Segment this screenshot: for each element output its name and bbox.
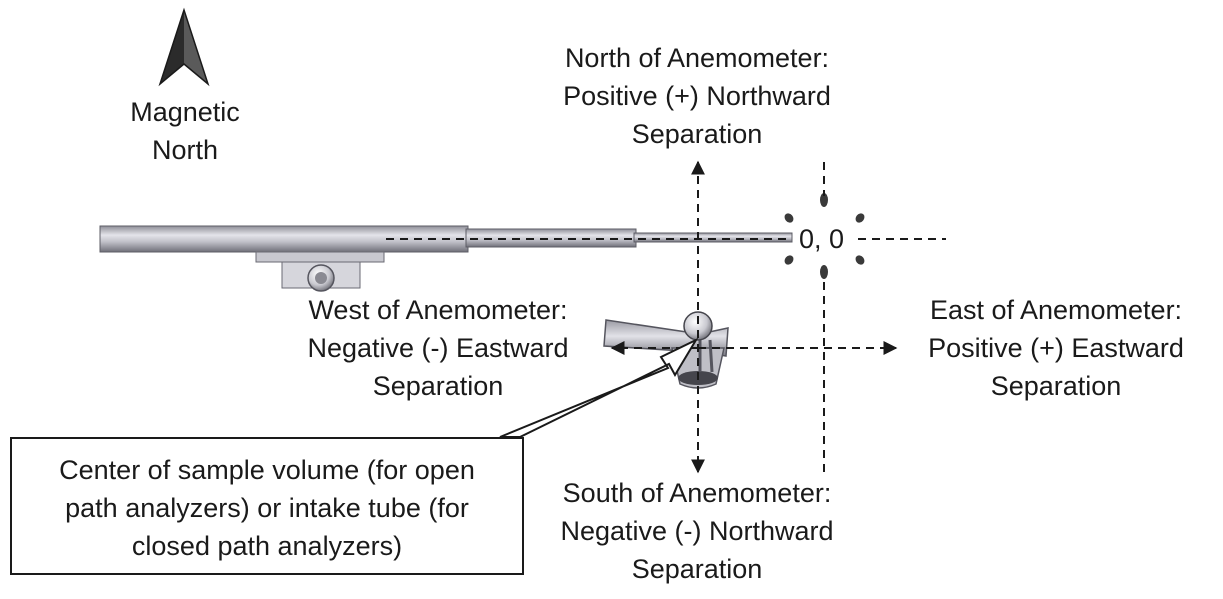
west-of-anemometer-label: West of Anemometer: Negative (-) Eastwar… [307, 295, 569, 401]
callout-line: Center of sample volume (for open [59, 455, 475, 485]
north-arrow-icon [158, 7, 210, 87]
reference-axes [386, 160, 946, 474]
anemometer-transducers [784, 193, 865, 279]
sample-volume-callout: Center of sample volume (for open path a… [10, 437, 524, 575]
boom-mount-bracket [255, 251, 385, 292]
origin-coordinate-label: 0, 0 [796, 222, 848, 256]
magnetic-north-label: Magnetic North [130, 97, 240, 165]
anemometer-boom [99, 225, 793, 292]
callout-line: path analyzers) or intake tube (for [65, 493, 469, 523]
callout-pointer-arrow [499, 337, 699, 438]
east-of-anemometer-label: East of Anemometer: Positive (+) Eastwar… [928, 295, 1184, 401]
north-of-anemometer-label: North of Anemometer: Positive (+) Northw… [563, 43, 831, 149]
gas-analyzer [603, 311, 729, 389]
south-of-anemometer-label: South of Anemometer: Negative (-) Northw… [560, 478, 834, 584]
callout-line: closed path analyzers) [131, 531, 403, 561]
